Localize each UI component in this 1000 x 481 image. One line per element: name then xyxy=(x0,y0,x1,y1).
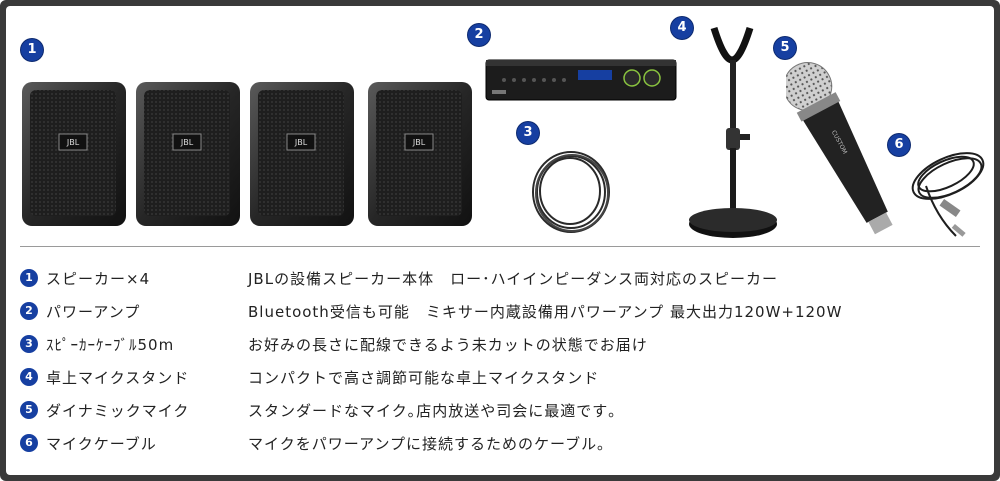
dynamic-mic-image: CUSTOM xyxy=(786,62,893,235)
list-item-description: マイクをパワーアンプに接続するためのケーブル｡ xyxy=(248,434,606,453)
list-item-number: 6 xyxy=(20,434,38,452)
speaker-2: JBL xyxy=(136,82,240,226)
amplifier-image xyxy=(485,59,677,101)
speaker-4: JBL xyxy=(368,82,472,226)
badge-1: 1 xyxy=(21,39,43,61)
speaker-1: JBL xyxy=(22,82,126,226)
speaker-cable-image xyxy=(532,151,610,233)
mic-cable-image xyxy=(911,152,985,237)
list-item-name: マイクケーブル xyxy=(46,434,157,453)
list-item-name: ダイナミックマイク xyxy=(46,401,190,420)
list-item-number: 3 xyxy=(20,335,38,353)
list-item: 4 卓上マイクスタンド コンパクトで高さ調節可能な卓上マイクスタンド xyxy=(20,364,599,390)
speaker-logo: JBL xyxy=(294,138,308,147)
badge-5: 5 xyxy=(774,37,796,59)
list-item-description: コンパクトで高さ調節可能な卓上マイクスタンド xyxy=(248,368,600,387)
product-panel: 1 2 3 4 5 6 JBL JBL J xyxy=(6,6,994,475)
badge-2: 2 xyxy=(468,24,490,46)
badge-4: 4 xyxy=(671,17,693,39)
badge-6: 6 xyxy=(888,134,910,156)
list-item-description: JBLの設備スピーカー本体 ロー･ハイインピーダンス両対応のスピーカー xyxy=(248,269,778,288)
divider xyxy=(20,246,980,247)
list-item-description: スタンダードなマイク｡店内放送や司会に最適です｡ xyxy=(248,401,617,420)
list-item: 5 ダイナミックマイク スタンダードなマイク｡店内放送や司会に最適です｡ xyxy=(20,397,617,423)
badge-3: 3 xyxy=(517,122,539,144)
list-item-number: 2 xyxy=(20,302,38,320)
list-item: 6 マイクケーブル マイクをパワーアンプに接続するためのケーブル｡ xyxy=(20,430,606,456)
list-item-number: 4 xyxy=(20,368,38,386)
list-item-name: 卓上マイクスタンド xyxy=(46,368,190,387)
list-item-number: 1 xyxy=(20,269,38,287)
list-item: 2 パワーアンプ Bluetooth受信も可能 ミキサー内蔵設備用パワーアンプ … xyxy=(20,298,842,324)
speaker-logo: JBL xyxy=(412,138,426,147)
list-item: 1 スピーカー×4 JBLの設備スピーカー本体 ロー･ハイインピーダンス両対応の… xyxy=(20,265,778,291)
list-item-name: パワーアンプ xyxy=(46,302,141,321)
list-item-name: ｽﾋﾟｰｶｰｹｰﾌﾞﾙ50m xyxy=(46,335,175,354)
speaker-logo: JBL xyxy=(66,138,80,147)
mic-stand-image xyxy=(689,26,777,238)
speaker-logo: JBL xyxy=(180,138,194,147)
list-item-description: Bluetooth受信も可能 ミキサー内蔵設備用パワーアンプ 最大出力120W+… xyxy=(248,302,843,321)
list-item: 3 ｽﾋﾟｰｶｰｹｰﾌﾞﾙ50m お好みの長さに配線できるよう未カットの状態でお… xyxy=(20,331,648,357)
list-item-description: お好みの長さに配線できるよう未カットの状態でお届け xyxy=(248,335,648,354)
list-item-name: スピーカー×4 xyxy=(46,269,151,288)
speakers-image: JBL JBL JBL JBL xyxy=(22,82,472,226)
speaker-3: JBL xyxy=(250,82,354,226)
list-item-number: 5 xyxy=(20,401,38,419)
